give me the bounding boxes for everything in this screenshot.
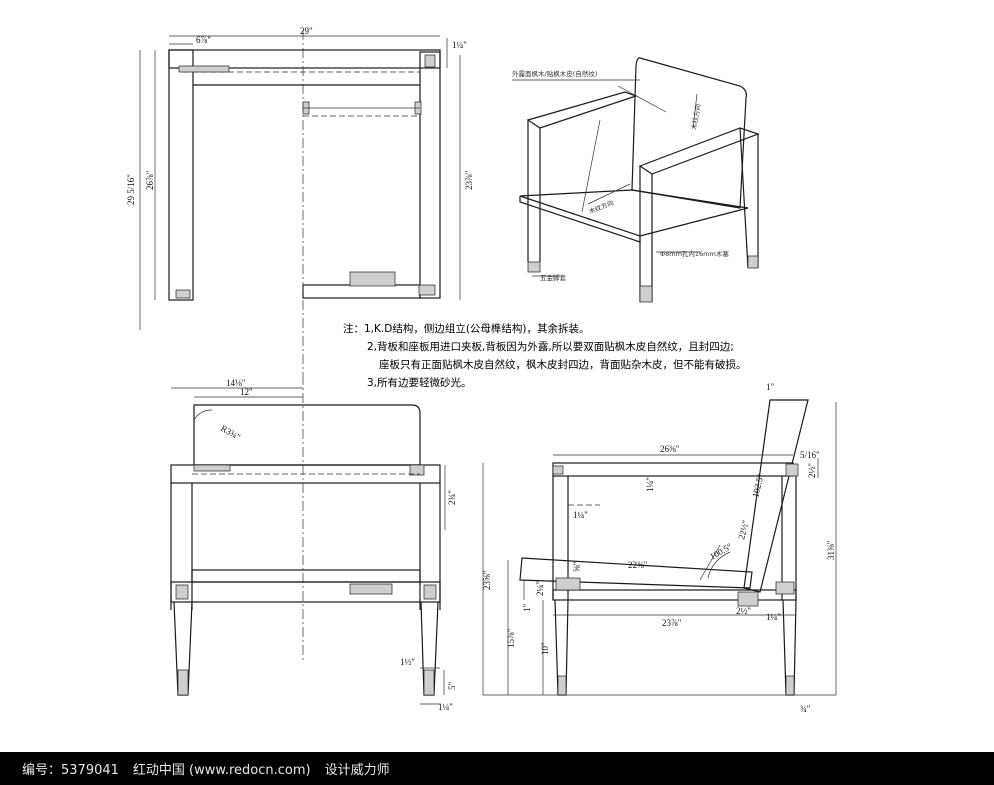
dim-side-total-height: 23⅝" xyxy=(482,570,492,590)
dim-side-front-height: 15⅞" xyxy=(506,628,516,648)
dim-side-seat-length: 22⅜" xyxy=(628,560,648,570)
dim-side-seat-rail: 2¼" xyxy=(535,581,545,596)
dim-plan-rail: 2¾" xyxy=(447,490,457,505)
front-view xyxy=(139,30,461,375)
dim-top-front-right-height: 23⅞" xyxy=(464,170,474,190)
note-line-3: 座板只有正面贴枫木皮自然纹，枫木皮封四边，背面贴杂木皮，但不能有破损。 xyxy=(379,358,747,371)
isometric-view xyxy=(512,57,760,303)
dim-side-back-length: 22½" xyxy=(736,519,750,541)
dim-top-front-height-inner: 26⅞" xyxy=(145,170,155,190)
dim-plan-leg-gap: 1½" xyxy=(400,657,415,667)
dim-top-front-post: 6⅞" xyxy=(196,35,211,45)
dim-top-front-height-outer: 29 5/16" xyxy=(126,174,136,205)
dim-side-seat-small: ⅝" xyxy=(572,561,582,572)
dim-top-front-width: 29" xyxy=(300,26,313,36)
dim-plan-inner-width: 12" xyxy=(240,387,253,397)
dim-side-base-depth: 23⅞" xyxy=(662,618,682,628)
side-view xyxy=(482,399,837,696)
callout-rail: Φ8mm孔内16mm木塞 xyxy=(660,249,729,258)
note-line-2: 2,背板和座板用进口夹板,背板因为外露,所以要双面贴枫木皮自然纹，且封四边; xyxy=(367,340,734,353)
note-line-4: 3,所有边要轻微砂光。 xyxy=(367,376,472,389)
footer-site: 红动中国 (www.redocn.com) xyxy=(132,763,311,778)
dim-side-seat-front: 1" xyxy=(522,604,532,613)
dim-side-back-top: 1" xyxy=(766,382,775,392)
dim-side-arm-right-top: 5/16" xyxy=(800,450,820,460)
footer-author: 设计威力师 xyxy=(324,763,390,778)
callout-seat-grain: 木纹方向 xyxy=(587,198,614,216)
dim-side-base-small-b: 1¼" xyxy=(766,612,781,622)
note-line-1: 注：1,K.D结构，侧边组立(公母榫结构)，其余拆装。 xyxy=(343,322,590,335)
dim-side-arm-length: 26⅜" xyxy=(660,444,680,454)
dim-side-seat-angle: 100.5° xyxy=(708,541,734,562)
dim-side-arm-thick: 1¼" xyxy=(645,477,655,492)
dim-side-overall-height: 31⅜" xyxy=(826,540,836,560)
dim-plan-width: 14⅛" xyxy=(226,378,246,388)
dim-side-leg-foot: ¾" xyxy=(800,704,811,714)
callout-foot: 五金脚套 xyxy=(540,273,567,282)
furniture-drawing: 29" 6⅞" 1¼" 29 5/16" 26⅞" 23⅞" 外露面枫木/贴枫木… xyxy=(126,26,837,714)
footer-bar: 编号：5379041 红动中国 (www.redocn.com) 设计威力师 xyxy=(0,752,994,785)
dim-top-front-arm: 1¼" xyxy=(452,40,467,50)
dim-plan-leg-bottom: 1¼" xyxy=(438,702,453,712)
callout-back-grain: 木纹方向 xyxy=(689,103,702,130)
dim-side-rail-depth: 1¼" xyxy=(573,510,588,520)
footer-id: 编号：5379041 xyxy=(22,763,119,778)
dim-side-arm-right: 2½" xyxy=(807,463,817,478)
dim-side-base-small-a: 2½" xyxy=(736,606,751,616)
dim-side-leg-height: 10" xyxy=(540,642,550,655)
dim-plan-leg-height: 5" xyxy=(447,682,457,691)
plan-view xyxy=(170,375,446,705)
dim-plan-radius: R3¾" xyxy=(219,423,242,442)
callout-top: 外露面枫木/贴枫木皮(自然纹) xyxy=(512,69,597,78)
